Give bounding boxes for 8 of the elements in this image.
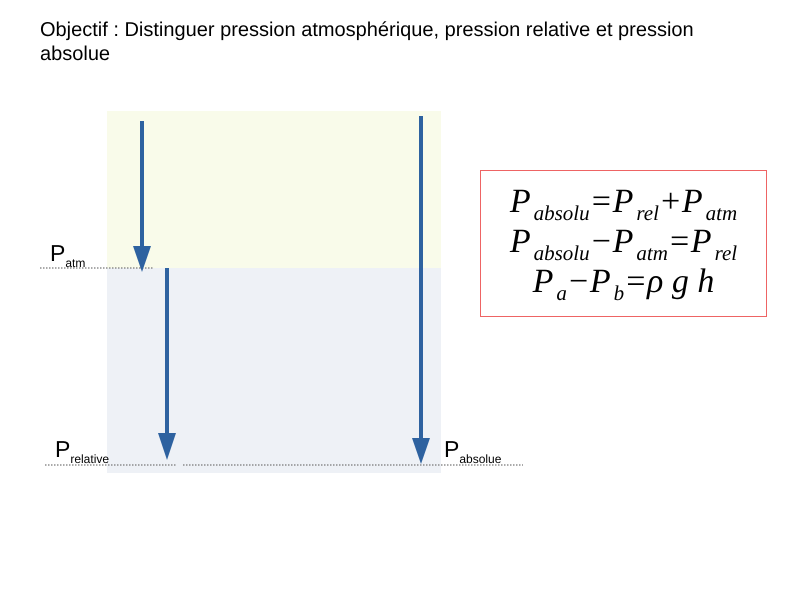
pressure-label: P$_{atm}$: [50, 242, 86, 269]
title: Objectif : Distinguer pression atmosphérique, pression relative et pression absolue: [40, 18, 695, 66]
equation: P$_{absolu}$=P$_{rel}$+P$_{atm}$: [510, 184, 738, 224]
equation: P$_{a}$−P$_{b}$=ρ g h: [532, 264, 714, 304]
equation: P$_{absolu}$−P$_{atm}$=P$_{rel}$: [510, 224, 738, 264]
pressure-label: P$_{absolue}$: [444, 438, 502, 465]
pressure-label: P$_{relative}$: [55, 438, 110, 465]
formula-box: [480, 170, 767, 317]
